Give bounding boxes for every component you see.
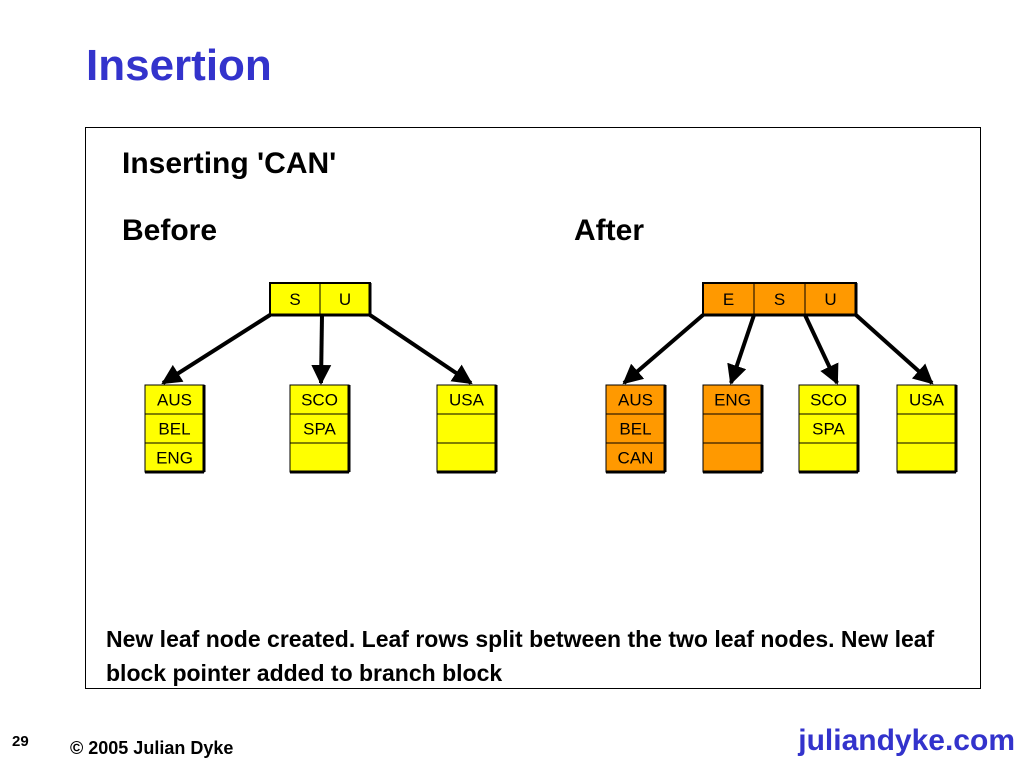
after-leaf-row: USA — [909, 391, 945, 410]
before-leaf-bg — [289, 384, 350, 473]
before-leaf-row: ENG — [156, 449, 193, 468]
after-label: After — [574, 214, 645, 247]
after-leaf-row: AUS — [618, 391, 653, 410]
after-leaf-row: CAN — [618, 449, 654, 468]
before-leaf-row: USA — [449, 391, 485, 410]
before-label: Before — [122, 214, 218, 247]
after-pointer-arrow — [727, 314, 756, 385]
before-leaf-row: AUS — [157, 391, 192, 410]
before-leaf-block-1: SCO SPA — [289, 384, 351, 474]
after-leaf-row: SCO — [810, 391, 847, 410]
before-leaf-bg — [144, 384, 205, 473]
site-name: juliandyke.com — [798, 724, 1015, 757]
before-leaf-block-0: AUS BEL ENG — [144, 384, 206, 474]
after-branch-key: S — [774, 290, 785, 309]
before-pointer-arrow — [311, 314, 332, 385]
before-leaf-row: BEL — [158, 420, 190, 439]
after-leaf-bg — [702, 384, 763, 473]
before-leaf-row: SPA — [303, 420, 336, 439]
after-pointer-arrow — [854, 313, 934, 385]
after-branch-key: E — [723, 290, 734, 309]
before-branch-key: S — [289, 290, 300, 309]
after-leaf-row: ENG — [714, 391, 751, 410]
after-leaf-block-2: SCO SPA — [798, 384, 860, 474]
after-leaf-block-1: ENG — [702, 384, 764, 474]
before-pointer-arrow — [368, 313, 473, 385]
copyright: © 2005 Julian Dyke — [70, 738, 234, 758]
before-pointer-arrow — [161, 313, 272, 385]
before-leaf-row: SCO — [301, 391, 338, 410]
after-leaf-bg — [605, 384, 666, 473]
after-branch-key: U — [824, 290, 836, 309]
after-leaf-block-3: USA — [896, 384, 958, 474]
diagram-panel — [85, 127, 981, 689]
after-leaf-bg — [896, 384, 957, 473]
after-pointer-arrow — [622, 313, 705, 385]
after-pointer-arrow — [803, 314, 839, 385]
before-branch-key: U — [339, 290, 351, 309]
after-leaf-row: SPA — [812, 420, 845, 439]
before-leaf-block-2: USA — [436, 384, 498, 474]
slide-title: Insertion — [86, 41, 272, 90]
before-leaf-bg — [436, 384, 497, 473]
subtitle: Inserting 'CAN' — [122, 147, 337, 180]
after-leaf-bg — [798, 384, 859, 473]
after-leaf-row: BEL — [619, 420, 651, 439]
after-leaf-block-0: AUS BEL CAN — [605, 384, 667, 474]
slide-number: 29 — [12, 733, 29, 750]
caption: New leaf node created. Leaf rows split b… — [106, 626, 935, 686]
